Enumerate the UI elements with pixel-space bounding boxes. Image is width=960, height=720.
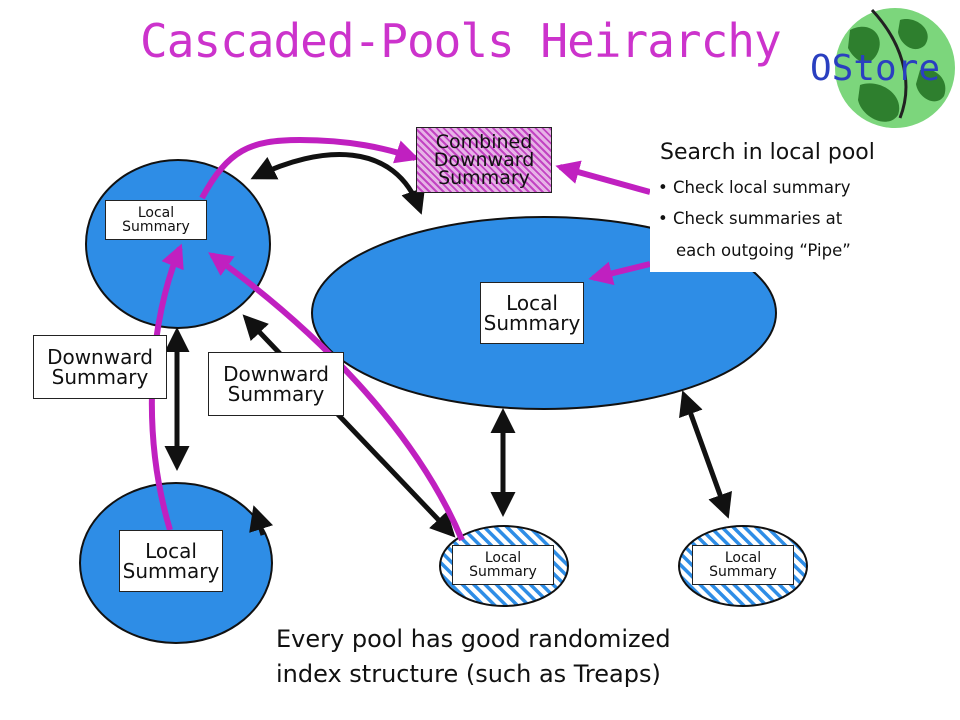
local-summary-bottom-right: Local Summary — [692, 545, 794, 585]
footer-line-1: Every pool has good randomized — [276, 625, 671, 653]
local-summary-label-1: Local — [484, 550, 522, 566]
downward-line-1: Downward — [47, 345, 153, 369]
combined-line-1: Combined — [435, 130, 533, 153]
search-bullet-1: • Check local summary — [658, 178, 851, 197]
arrow-top-left-to-combined — [250, 152, 426, 215]
arrow-center-bottom-right — [679, 390, 732, 519]
downward-summary-mid: Downward Summary — [208, 352, 344, 416]
footer-line-2: index structure (such as Treaps) — [276, 659, 661, 688]
local-summary-bottom-left: Local Summary — [119, 530, 223, 592]
magenta-arrow-to-combined — [199, 136, 420, 200]
magenta-arrow-to-center-summary — [588, 261, 651, 286]
local-summary-label-2: Summary — [483, 311, 581, 335]
local-summary-label-2: Summary — [709, 564, 777, 580]
combined-line-3: Summary — [438, 167, 530, 190]
local-summary-label-1: Local — [724, 550, 762, 566]
local-summary-label-2: Summary — [122, 219, 190, 235]
ostore-logo-text: OStore — [810, 48, 941, 89]
footer-note: Every pool has good randomized index str… — [276, 622, 671, 692]
downward-line-1: Downward — [223, 362, 329, 386]
local-summary-center: Local Summary — [480, 282, 584, 344]
local-summary-label-2: Summary — [469, 564, 537, 580]
downward-line-2: Summary — [227, 382, 325, 406]
downward-line-2: Summary — [51, 365, 149, 389]
local-summary-label-1: Local — [145, 539, 197, 563]
local-summary-top-left: Local Summary — [105, 200, 207, 240]
page-title: Cascaded-Pools Heirarchy — [140, 14, 782, 68]
local-summary-label-2: Summary — [122, 559, 220, 583]
arrow-bottom-left-to-left-pool — [249, 505, 274, 536]
magenta-arrow-bottom-mid-up — [208, 252, 465, 542]
magenta-arrow-search-to-combined — [555, 160, 651, 195]
local-summary-bottom-mid: Local Summary — [452, 545, 554, 585]
local-summary-label-1: Local — [137, 205, 175, 221]
search-bullet-3: each outgoing “Pipe” — [676, 241, 851, 260]
search-panel: Search in local pool • Check local summa… — [650, 134, 950, 272]
downward-summary-left: Downward Summary — [33, 335, 167, 399]
ostore-globe-icon — [835, 8, 955, 128]
pool-top-left — [85, 159, 271, 329]
search-bullet-2: • Check summaries at — [658, 209, 843, 228]
combined-downward-summary: Combined Downward Summary — [416, 127, 552, 193]
search-title: Search in local pool — [660, 140, 875, 165]
local-summary-label-1: Local — [506, 291, 558, 315]
combined-line-2: Downward — [433, 148, 535, 171]
